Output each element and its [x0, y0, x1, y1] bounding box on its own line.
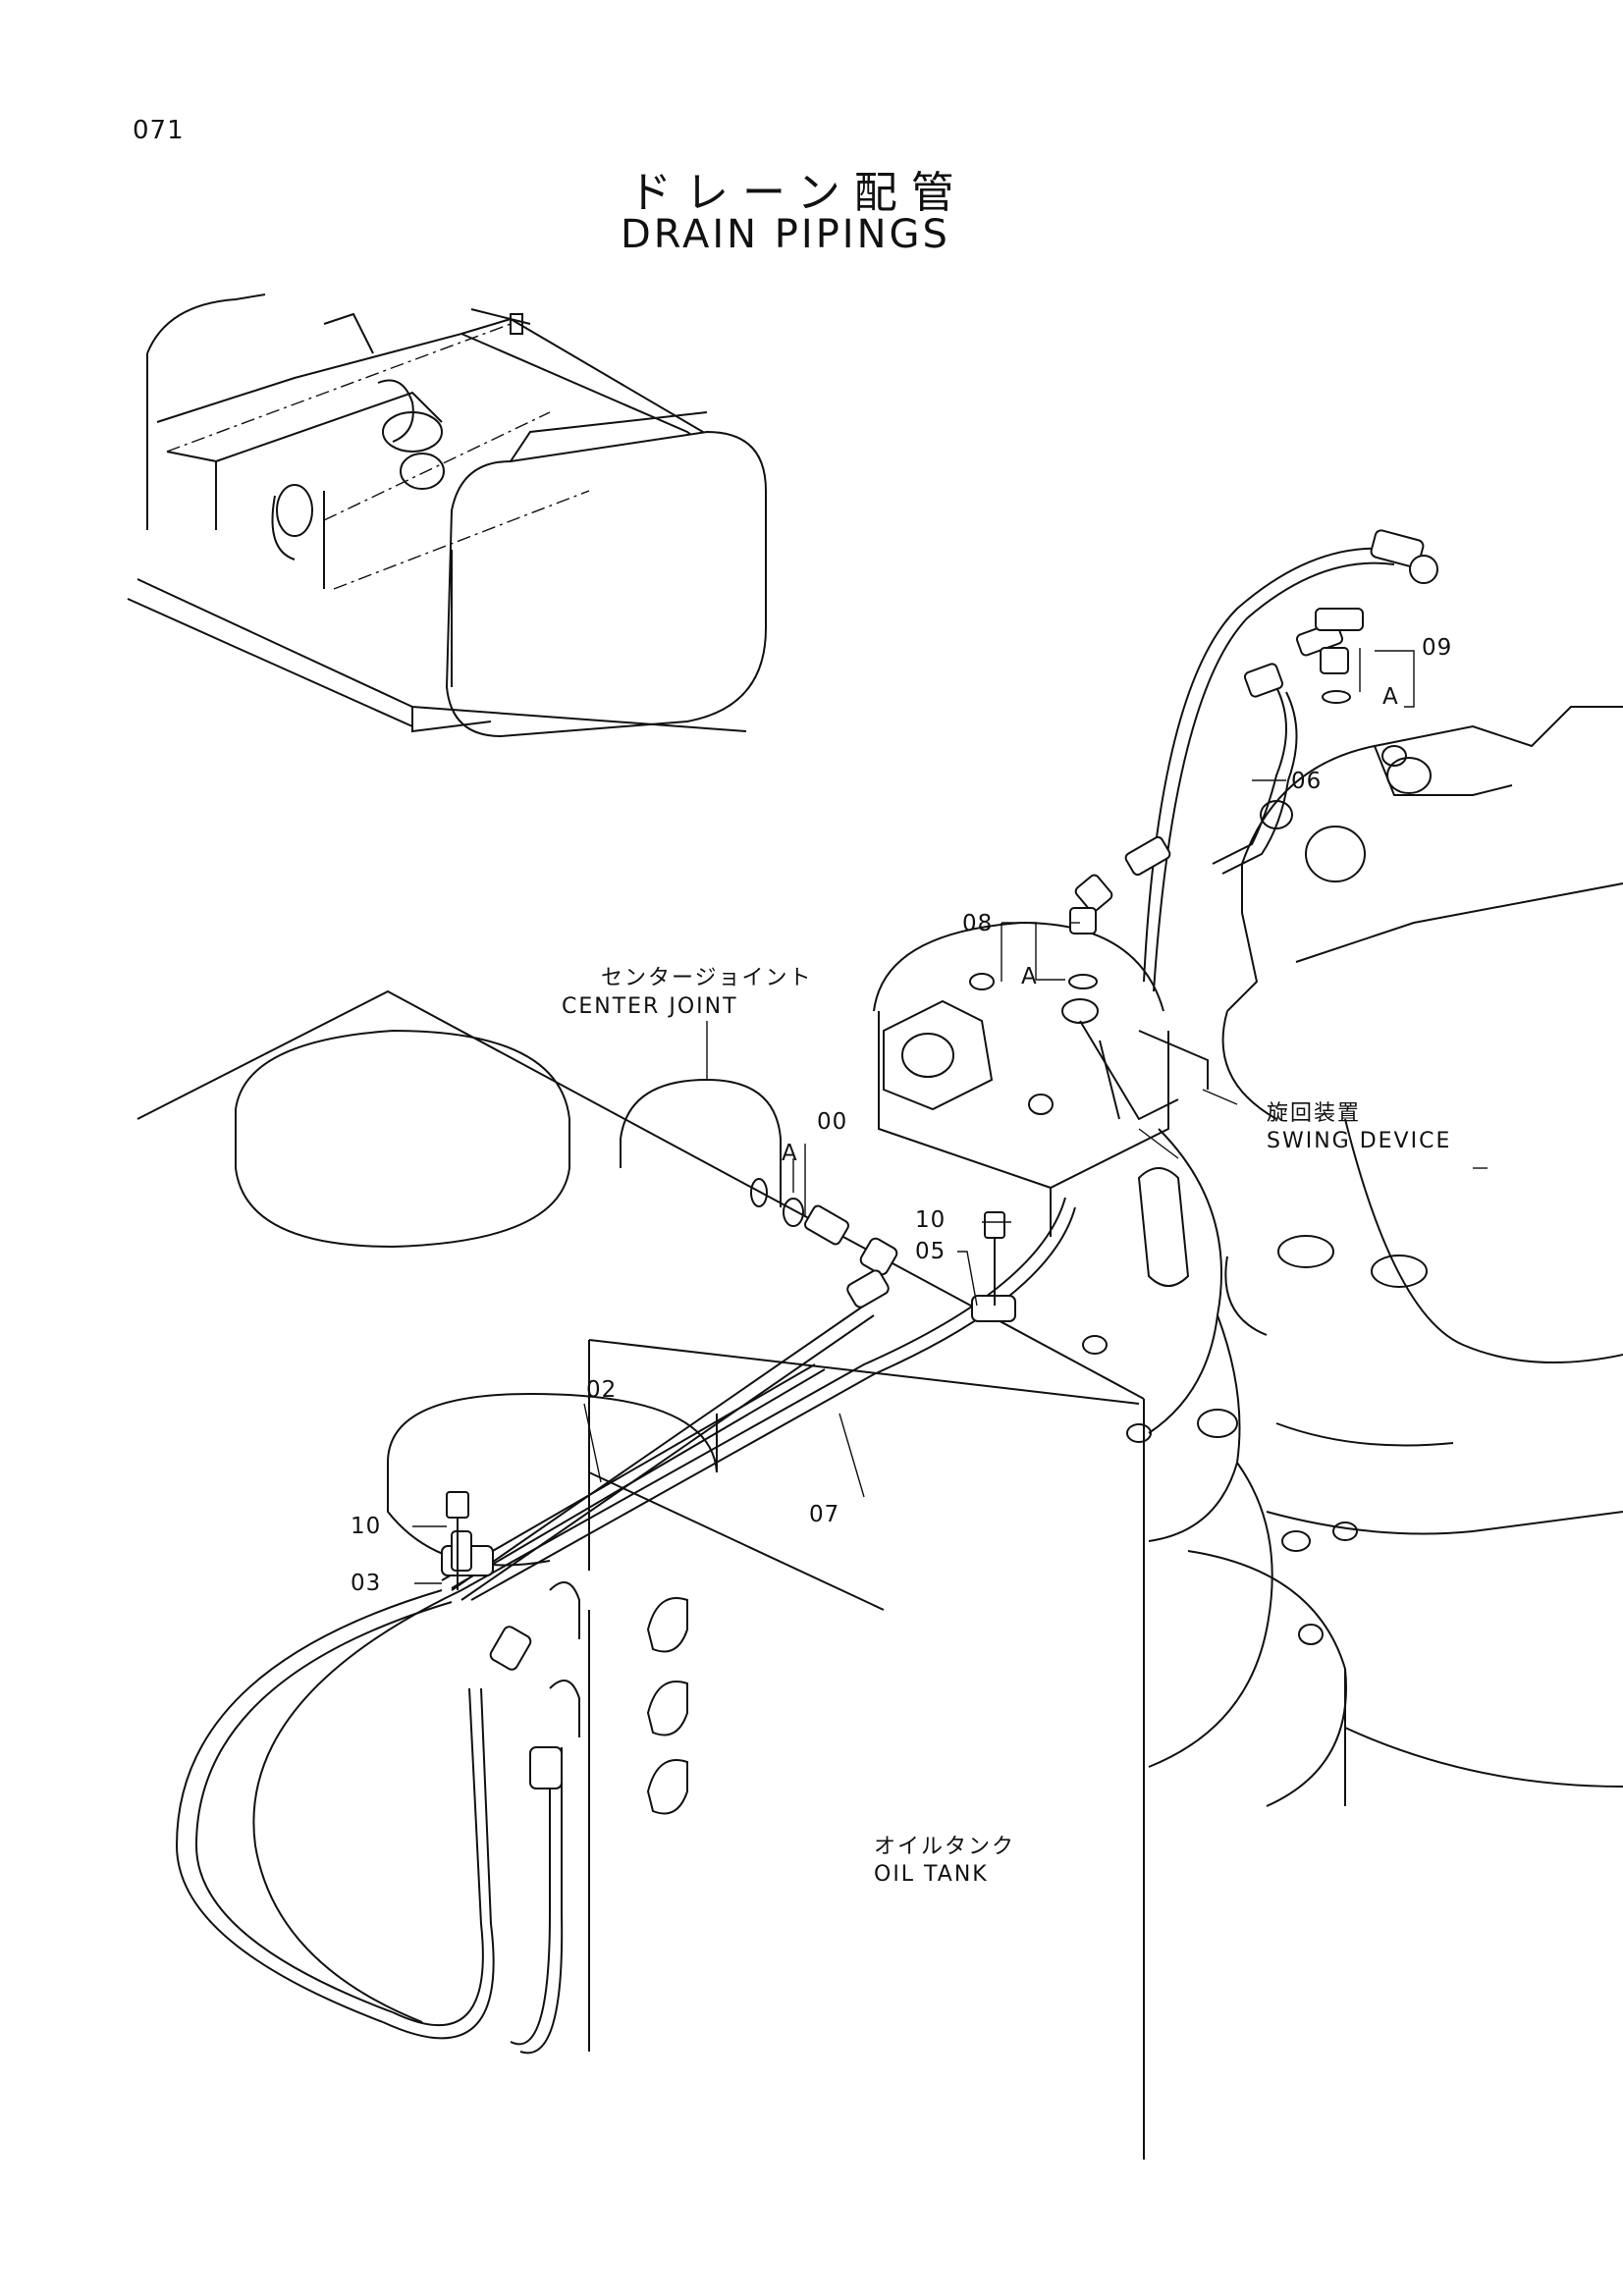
- swing-device-label-en: SWING DEVICE: [1267, 1129, 1452, 1153]
- leader-lines: [412, 648, 1488, 1584]
- part-label-10-lower: 10: [351, 1514, 382, 1539]
- center-joint-label-jp: センタージョイント: [601, 966, 813, 990]
- detail-a-label-1: A: [1382, 684, 1399, 710]
- detail-a-label-3: A: [782, 1141, 798, 1166]
- page-title-en: DRAIN PIPINGS: [621, 212, 950, 257]
- page-number: 071: [133, 116, 185, 145]
- swing-device-label-jp: 旋回装置: [1267, 1101, 1362, 1126]
- part-label-02: 02: [586, 1377, 618, 1403]
- part-label-03: 03: [351, 1571, 382, 1596]
- drain-hoses: [175, 547, 1395, 2055]
- swing-device-outline: [873, 706, 1623, 1807]
- part-label-09: 09: [1422, 635, 1453, 661]
- page-title-jp: ドレーン配管: [628, 168, 968, 218]
- part-label-08: 08: [962, 911, 994, 936]
- part-label-05: 05: [915, 1239, 947, 1264]
- fittings: [441, 529, 1438, 1789]
- oil-tank-outline: [136, 989, 1145, 2160]
- center-joint-label-en: CENTER JOINT: [562, 994, 738, 1019]
- oil-tank-label-jp: オイルタンク: [874, 1835, 1016, 1859]
- part-label-07: 07: [809, 1502, 840, 1527]
- part-label-00: 00: [817, 1109, 848, 1135]
- detail-a-label-2: A: [1021, 964, 1038, 989]
- part-label-06: 06: [1291, 769, 1323, 794]
- oil-tank-label-en: OIL TANK: [874, 1862, 989, 1887]
- part-label-10-upper: 10: [915, 1207, 947, 1233]
- overview-machine-sketch: [127, 294, 767, 738]
